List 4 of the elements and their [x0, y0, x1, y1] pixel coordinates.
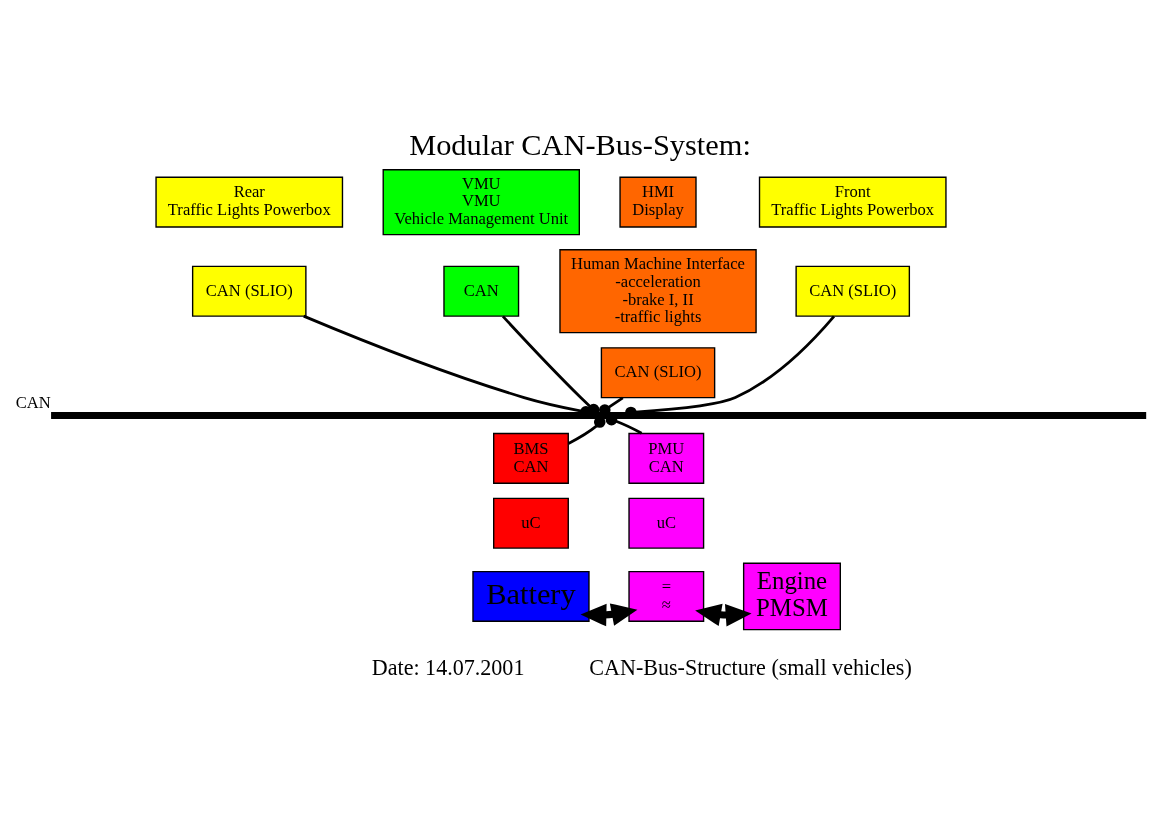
node-label: CAN — [15, 392, 51, 412]
label: Date: 14.07.2001 — [371, 654, 525, 680]
label: CAN-Bus-Structure (small vehicles) — [589, 654, 912, 680]
diagram-title: Modular CAN-Bus-System: — [409, 127, 751, 162]
